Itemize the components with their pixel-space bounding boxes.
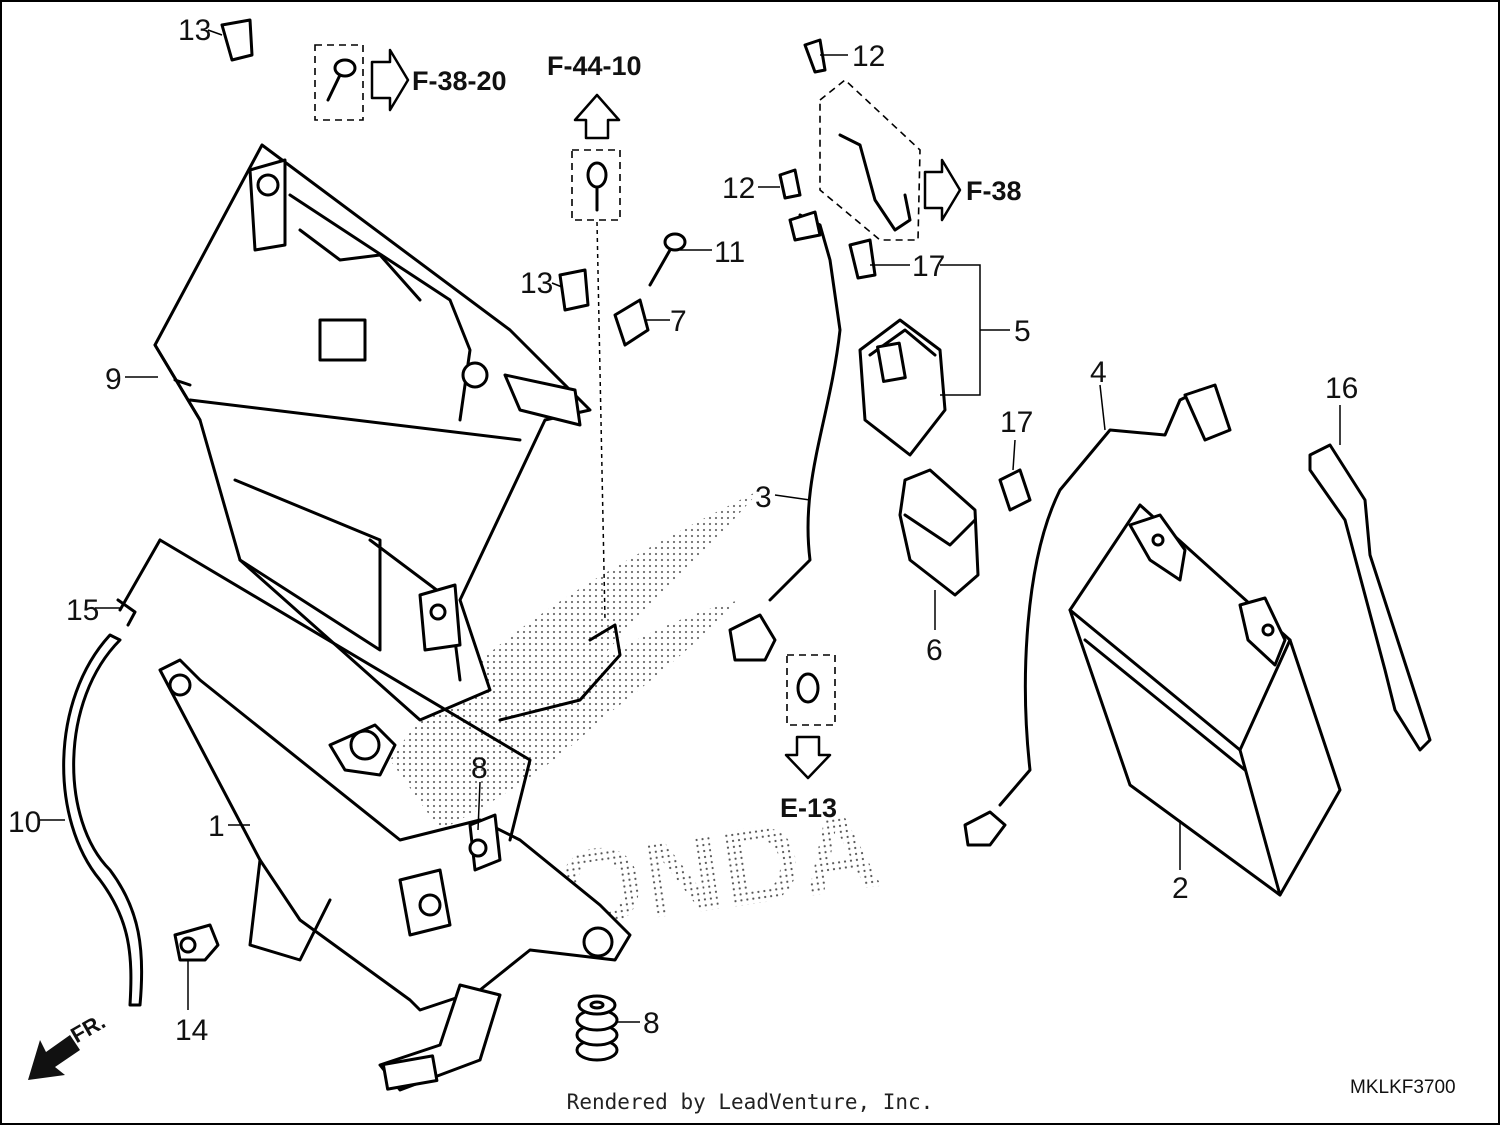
ref-label-f4410: F-44-10 [547, 51, 642, 81]
collar-7 [613, 298, 650, 347]
callout-3: 3 [755, 481, 772, 514]
bolt-11 [648, 232, 687, 287]
tube-clamp [173, 923, 220, 962]
bolt-12-left [778, 168, 802, 200]
ref-label-e13: E-13 [780, 793, 837, 823]
callout-9: 9 [105, 363, 122, 396]
f3820-arrow [370, 48, 410, 112]
f38-arrow [923, 158, 962, 222]
battery-strap [1308, 443, 1432, 752]
callout-13: 13 [178, 14, 211, 47]
f3820-box [314, 44, 364, 121]
ref-label-f38: F-38 [966, 176, 1022, 206]
callout-10: 10 [8, 806, 41, 839]
cable-4-terminal [963, 810, 1007, 847]
clip-nut-mid [558, 268, 590, 312]
callout-5: 5 [1014, 315, 1031, 348]
callout-8: 8 [471, 752, 488, 785]
callout-14: 14 [175, 1014, 208, 1047]
callout-13: 13 [520, 267, 553, 300]
diagram-code: MKLKF3700 [1350, 1077, 1456, 1098]
front-direction-arrow [28, 1035, 80, 1080]
vent-tube [62, 633, 144, 1007]
bolt-icon [326, 58, 357, 102]
fuse-17 [998, 468, 1032, 512]
f4410-arrow [573, 93, 621, 140]
cable-3 [768, 213, 842, 602]
cable-4 [998, 388, 1217, 807]
callout-12: 12 [852, 40, 885, 73]
callout-12: 12 [722, 172, 755, 205]
f38-box [819, 78, 921, 241]
cable-3-terminal [728, 613, 777, 662]
callout-17: 17 [1000, 406, 1033, 439]
callout-11: 11 [714, 236, 745, 269]
battery [1068, 503, 1342, 897]
ref-label-f3820: F-38-20 [412, 66, 507, 96]
relay-cover [898, 468, 980, 597]
ground-cable-f38 [838, 133, 912, 232]
callout-4: 4 [1090, 356, 1107, 389]
battery-case [153, 143, 622, 722]
e13-arrow [784, 735, 832, 780]
callout-6: 6 [926, 634, 943, 667]
callout-8: 8 [643, 1007, 660, 1040]
starter-relay [848, 238, 947, 457]
bolt-12-top [803, 38, 827, 74]
bolt-icon [586, 161, 608, 212]
honda-watermark-wing [390, 490, 760, 830]
grommet-bottom [575, 994, 619, 1062]
callout-7: 7 [670, 305, 687, 338]
f4410-box [571, 149, 621, 221]
callout-17: 17 [912, 250, 945, 283]
battery-tray [118, 538, 632, 1092]
clip-nut-top [220, 18, 254, 62]
credit-line: Rendered by LeadVenture, Inc. [566, 1090, 934, 1114]
callout-15: 15 [66, 594, 99, 627]
callout-2: 2 [1172, 872, 1189, 905]
callout-16: 16 [1325, 372, 1358, 405]
small-clip [116, 598, 137, 627]
e13-box [786, 654, 836, 726]
grommet-icon [796, 672, 820, 704]
callout-1: 1 [208, 810, 225, 843]
